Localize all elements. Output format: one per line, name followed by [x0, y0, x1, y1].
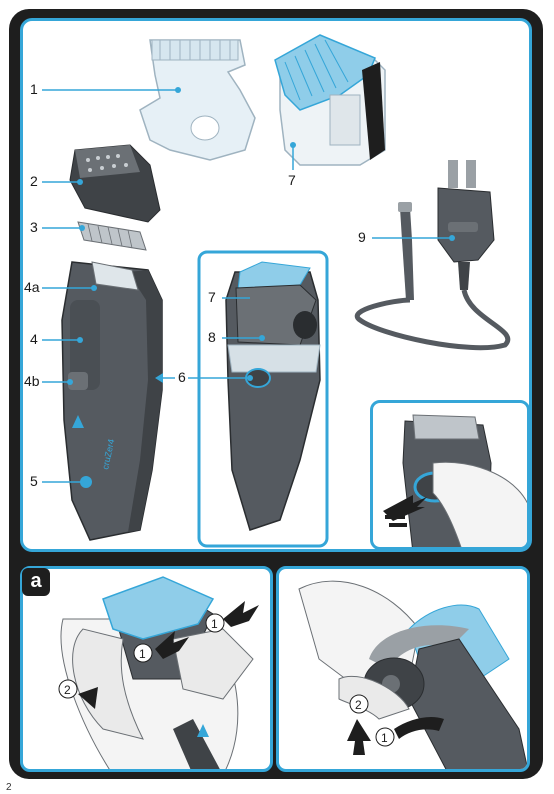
attach-comb-illustration: 1 2 1 [58, 576, 259, 769]
shaver-head-frame-2 [69, 144, 161, 223]
part-label-4b: 4b [24, 373, 40, 389]
part-label-9: 9 [358, 229, 366, 245]
shaver-with-comb [225, 261, 321, 531]
part-label-8: 8 [208, 329, 216, 345]
button-press-panel [370, 400, 530, 550]
part-label-1: 1 [30, 81, 38, 97]
part-label-5: 5 [30, 473, 38, 489]
part-label-2: 2 [30, 173, 38, 189]
step-marker-2b: 2 [355, 698, 362, 712]
charger-9 [354, 160, 511, 351]
section-badge-a: a [22, 568, 50, 596]
part-label-7: 7 [208, 289, 216, 305]
comb-attachment-1 [139, 39, 256, 161]
step-marker-2a: 2 [64, 683, 71, 697]
shaver-body-4: cruZer4 [61, 261, 163, 541]
step-marker-1a: 1 [139, 647, 146, 661]
page-number: 2 [6, 782, 12, 793]
part-label-7-top: 7 [288, 172, 296, 188]
part-label-6: 6 [178, 369, 186, 385]
part-label-4: 4 [30, 331, 38, 347]
button-press-illustration [383, 414, 527, 547]
cutter-block-3 [77, 221, 147, 251]
step-marker-1b: 1 [211, 617, 218, 631]
remove-comb-illustration: 2 1 [298, 580, 527, 769]
comb-attachment-7 [274, 34, 386, 166]
part-label-4a: 4a [24, 279, 40, 295]
part-label-3: 3 [30, 219, 38, 235]
step-a-panel-right: 2 1 [276, 566, 530, 772]
step-a-panel-left: 1 2 1 [20, 566, 273, 772]
step-marker-1c: 1 [381, 731, 388, 745]
